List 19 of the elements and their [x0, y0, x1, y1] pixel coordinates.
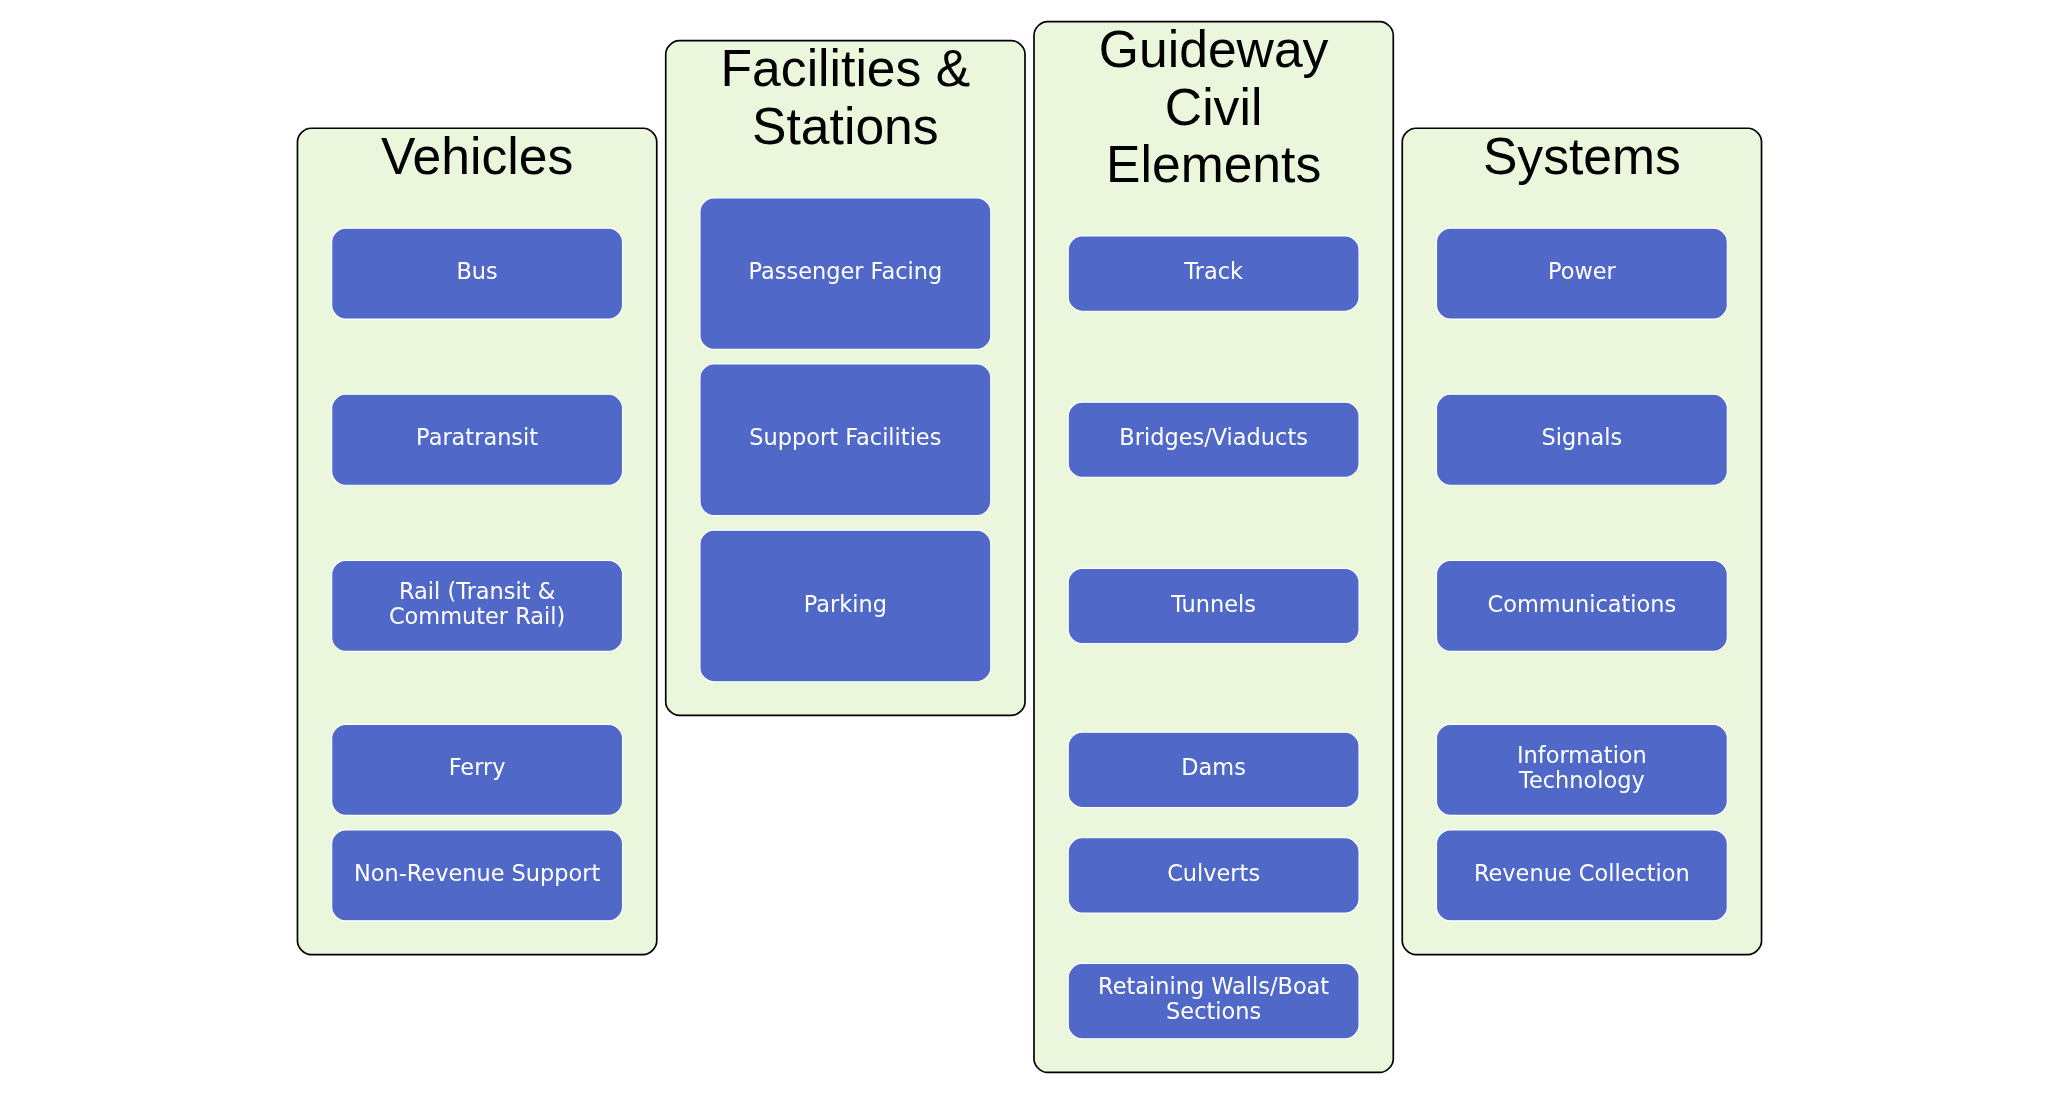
node-box: Passenger Facing — [698, 197, 991, 350]
node-box: Bus — [330, 227, 623, 320]
node-box: Track — [1067, 235, 1360, 312]
node-box: Information Technology — [1435, 723, 1728, 816]
node-box: Signals — [1435, 393, 1728, 486]
node-box: Communications — [1435, 559, 1728, 652]
node-box: Ferry — [330, 723, 623, 816]
node-box: Culverts — [1067, 837, 1360, 914]
node-box: Parking — [698, 529, 991, 683]
node-box: Rail (Transit & Commuter Rail) — [330, 559, 623, 652]
node-box: Power — [1435, 227, 1728, 320]
node-box: Revenue Collection — [1435, 829, 1728, 922]
node-box: Paratransit — [330, 393, 623, 486]
node-box: Support Facilities — [698, 363, 991, 517]
node-box: Bridges/Viaducts — [1067, 401, 1360, 478]
node-box: Non-Revenue Support — [330, 829, 623, 922]
node-box: Dams — [1067, 731, 1360, 809]
node-box: Tunnels — [1067, 567, 1360, 645]
node-box: Retaining Walls/Boat Sections — [1067, 963, 1360, 1040]
